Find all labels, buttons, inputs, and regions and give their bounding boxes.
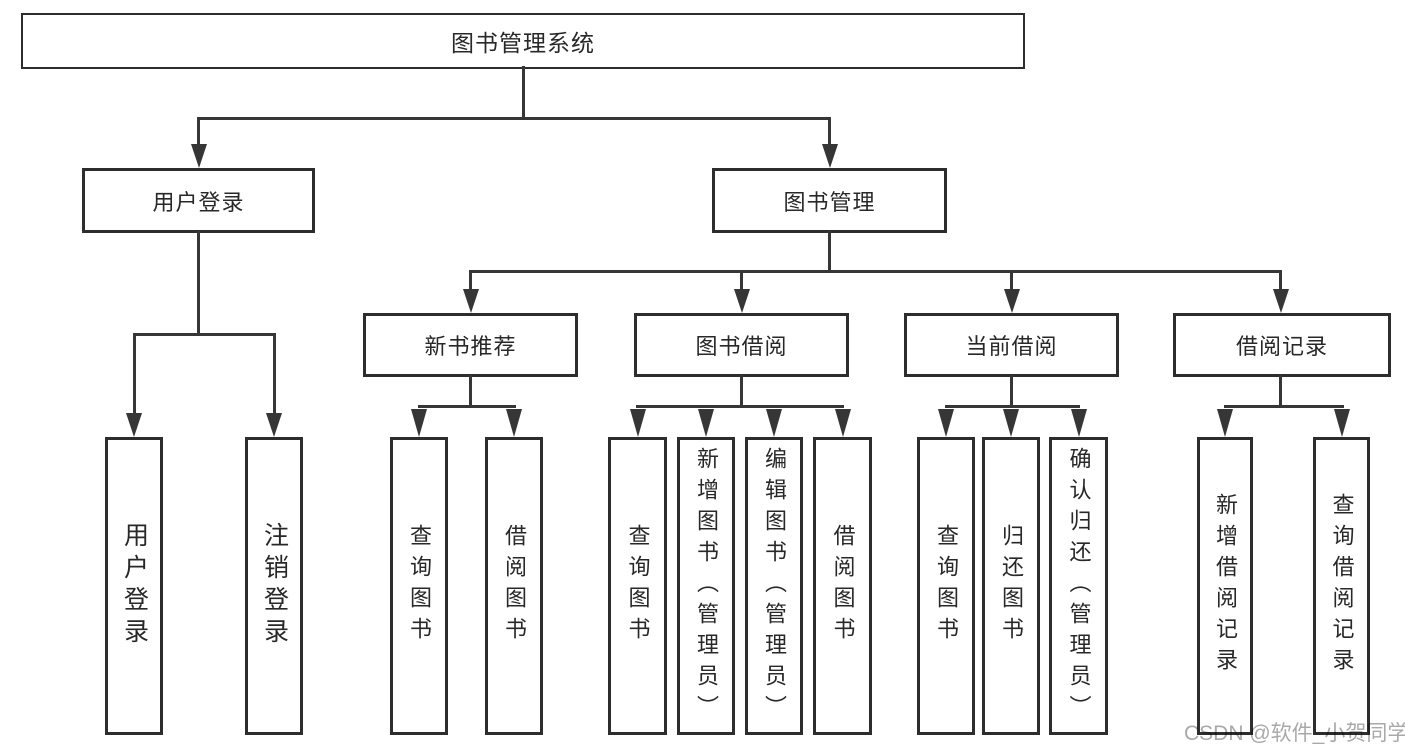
edge-new-book-bus (417, 405, 516, 408)
arrowhead-leaf (506, 409, 522, 437)
arrowhead-book-borrowing (733, 289, 750, 313)
node-borrowing-records-label: 借阅记录 (1235, 334, 1328, 359)
node-current-borrowing: 当前借阅 (904, 313, 1119, 377)
arrowhead-leaf (629, 409, 646, 437)
node-book-borrowing-label: 图书借阅 (695, 334, 788, 359)
leaf-add-borrow-record: 新增借阅记录 (1197, 437, 1253, 735)
edge-to-book-management (828, 117, 831, 148)
edge-to-borrowing-records (1279, 270, 1282, 292)
edge-to-user-login (197, 117, 200, 148)
leaf-return-books: 归还图书 (982, 437, 1040, 735)
arrowhead-leaf (411, 409, 427, 437)
node-new-book-recommendation: 新书推荐 (363, 313, 578, 377)
edge-borrowing-records-trunk (1279, 375, 1282, 408)
arrowhead-leaf-logout (266, 413, 282, 437)
edge-user-login-bus (132, 333, 276, 336)
edge-book-management-bus (469, 270, 1282, 273)
arrowhead-leaf (938, 409, 954, 437)
leaf-query-books-borrowing-label: 查询图书 (625, 524, 651, 648)
leaf-query-borrow-record: 查询借阅记录 (1313, 437, 1370, 735)
leaf-query-books-borrowing: 查询图书 (608, 437, 667, 735)
arrowhead-leaf (1070, 409, 1087, 437)
edge-current-borrowing-bus (944, 405, 1080, 408)
leaf-add-borrow-record-label: 新增借阅记录 (1213, 493, 1238, 679)
edge-borrowing-records-bus (1223, 405, 1344, 408)
node-user-login: 用户登录 (82, 168, 315, 233)
node-user-login-label: 用户登录 (152, 189, 245, 215)
edge-root-bus (197, 117, 831, 120)
leaf-borrow-books-recommend-label: 借阅图书 (502, 524, 527, 648)
leaf-edit-books-admin-label: 编辑图书（管理员） (762, 446, 787, 726)
leaf-query-borrow-record-label: 查询借阅记录 (1329, 493, 1355, 679)
leaf-query-books-recommend-label: 查询图书 (407, 524, 432, 648)
leaf-query-books-recommend: 查询图书 (390, 437, 448, 735)
edge-to-new-book (469, 270, 472, 292)
node-book-management: 图书管理 (712, 168, 947, 233)
leaf-return-books-label: 归还图书 (999, 524, 1024, 648)
leaf-query-books-current: 查询图书 (917, 437, 975, 735)
node-book-borrowing: 图书借阅 (634, 313, 849, 377)
edge-to-current-borrowing (1010, 270, 1013, 292)
leaf-confirm-return-admin: 确认归还（管理员） (1049, 437, 1108, 735)
leaf-user-login: 用户登录 (105, 437, 163, 735)
node-library-system-label: 图书管理系统 (451, 30, 595, 56)
arrowhead-user-login (190, 144, 207, 168)
arrowhead-new-book (462, 289, 479, 313)
leaf-user-login-label: 用户登录 (120, 522, 149, 650)
node-book-management-label: 图书管理 (783, 189, 876, 215)
leaf-confirm-return-admin-label: 确认归还（管理员） (1066, 446, 1092, 726)
leaf-query-books-current-label: 查询图书 (934, 524, 959, 648)
edge-to-leaf-login (132, 333, 136, 415)
edge-book-borrowing-trunk (740, 375, 743, 408)
edge-new-book-trunk (469, 375, 472, 408)
leaf-logout-login: 注销登录 (245, 437, 303, 735)
arrowhead-leaf (766, 409, 782, 437)
leaf-logout-login-label: 注销登录 (260, 522, 289, 650)
edge-to-book-borrowing (740, 270, 743, 292)
arrowhead-leaf (834, 409, 851, 437)
arrowhead-leaf (1333, 409, 1350, 437)
leaf-borrow-books: 借阅图书 (813, 437, 872, 735)
node-library-system: 图书管理系统 (21, 13, 1025, 69)
leaf-borrow-books-label: 借阅图书 (830, 524, 856, 648)
leaf-edit-books-admin: 编辑图书（管理员） (745, 437, 803, 735)
arrowhead-borrowing-records (1272, 289, 1289, 313)
arrowhead-current-borrowing (1003, 289, 1020, 313)
edge-current-borrowing-trunk (1010, 375, 1013, 408)
edge-user-login-trunk (197, 231, 200, 335)
arrowhead-leaf-login (126, 413, 142, 437)
leaf-add-books-admin-label: 新增图书（管理员） (694, 446, 719, 726)
node-new-book-recommendation-label: 新书推荐 (424, 334, 517, 359)
arrowhead-book-management (821, 144, 838, 168)
edge-book-borrowing-bus (636, 405, 844, 408)
node-current-borrowing-label: 当前借阅 (965, 334, 1058, 359)
leaf-add-books-admin: 新增图书（管理员） (677, 437, 735, 735)
edge-to-leaf-logout (272, 333, 276, 415)
arrowhead-leaf (1217, 409, 1233, 437)
leaf-borrow-books-recommend: 借阅图书 (485, 437, 543, 735)
arrowhead-leaf (698, 409, 714, 437)
arrowhead-leaf (1003, 409, 1019, 437)
watermark: CSDN @软件_小贺同学 (1184, 722, 1405, 745)
node-borrowing-records: 借阅记录 (1173, 313, 1391, 377)
edge-book-management-trunk (828, 231, 831, 273)
edge-root-trunk (521, 66, 525, 119)
